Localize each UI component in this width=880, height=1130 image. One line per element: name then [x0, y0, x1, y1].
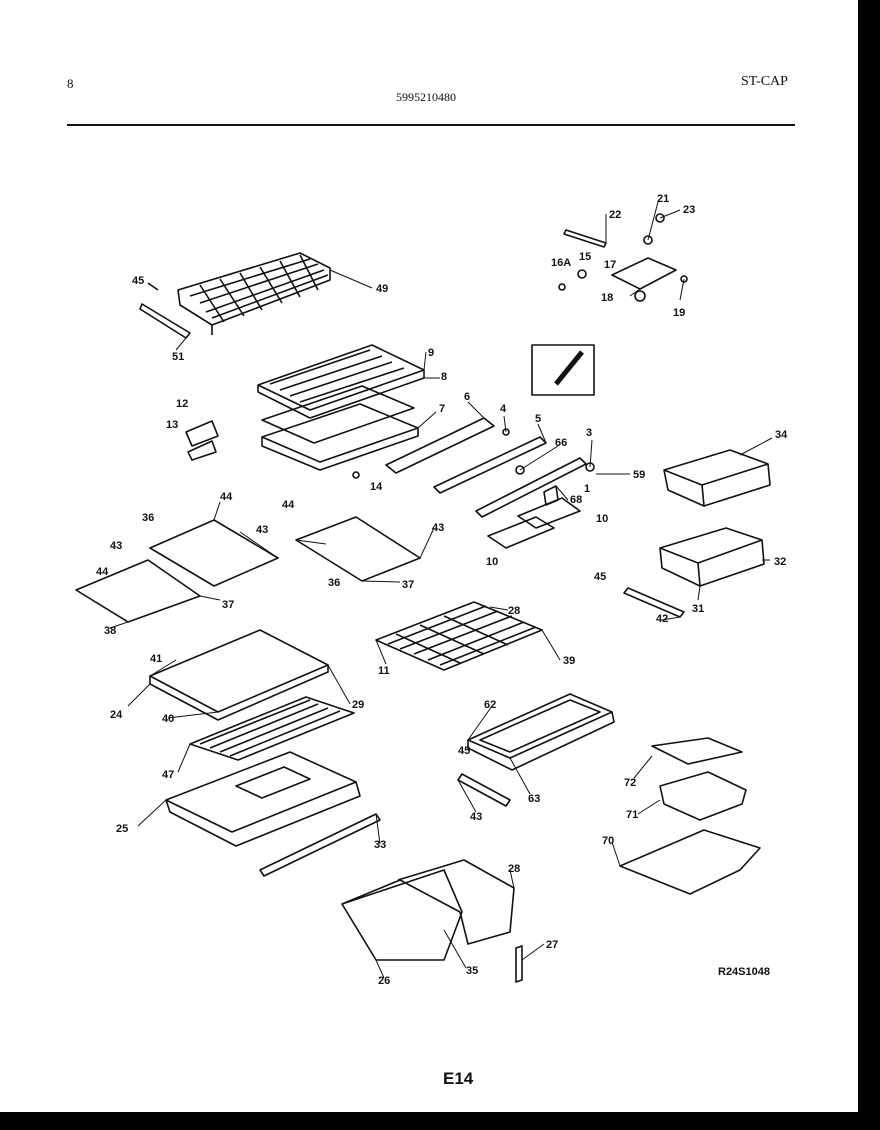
- page-number: E14: [443, 1069, 474, 1088]
- callout-label: 23: [683, 204, 695, 216]
- drawer-frame-part-70: [619, 829, 761, 895]
- callout-label: 9: [428, 347, 434, 359]
- header-rule: [67, 124, 795, 126]
- callout-label: 45: [594, 571, 606, 583]
- callout-label: 68: [570, 494, 582, 506]
- callout-label: 42: [656, 613, 668, 625]
- callout-label: 70: [602, 835, 614, 847]
- callout-label: 71: [626, 809, 638, 821]
- header-left-mark: 8: [67, 76, 74, 91]
- callout-label: 47: [162, 769, 174, 781]
- callout-label: 49: [376, 283, 388, 295]
- callout-label: 44: [220, 491, 233, 503]
- callout-label: 35: [466, 965, 478, 977]
- rail-part-1: [475, 457, 587, 518]
- door-bin-part-32: [659, 527, 765, 587]
- crisper-pans: [341, 859, 515, 961]
- crisper-frame-part: [165, 751, 361, 847]
- callout-label: 38: [104, 625, 116, 637]
- callout-label: 66: [555, 437, 567, 449]
- callout-label: 43: [256, 524, 268, 536]
- callout-label: 36: [328, 577, 340, 589]
- callout-label: 14: [370, 481, 383, 493]
- callout-label: 11: [378, 665, 390, 677]
- part-number: 5995210480: [396, 90, 456, 104]
- egg-tray-part: [517, 497, 581, 529]
- callout-label: 19: [673, 307, 685, 319]
- glass-shelf-left: [75, 559, 201, 623]
- callout-label: 45: [458, 745, 470, 757]
- crisper-cover-grille: [189, 696, 355, 761]
- callout-label: 44: [96, 566, 109, 578]
- shelf-strip-part-51: [139, 303, 191, 339]
- callout-label: 17: [604, 259, 616, 271]
- callout-label: 21: [657, 193, 669, 205]
- callout-label: 37: [402, 579, 414, 591]
- callout-label: 33: [374, 839, 386, 851]
- glass-shelf-right: [295, 516, 421, 582]
- callout-label: 10: [596, 513, 608, 525]
- callout-label: 44: [282, 499, 295, 511]
- control-housing-part: [611, 257, 677, 290]
- callout-label: 22: [609, 209, 621, 221]
- diagram-reference-code: R24S1048: [718, 966, 770, 978]
- callout-label: 12: [176, 398, 188, 410]
- drawer-lid-part-72: [651, 737, 743, 765]
- wire-basket-part: [177, 252, 331, 335]
- callout-label: 13: [166, 419, 178, 431]
- callout-label: 45: [132, 275, 144, 287]
- callout-label: 4: [500, 403, 507, 415]
- callout-label: 7: [439, 403, 445, 415]
- exploded-parts-diagram: 45 49 51 22 21 23 16A 15 17 18 19 9 8 7 …: [75, 193, 788, 987]
- callout-label: 26: [378, 975, 390, 987]
- callout-label: 62: [484, 699, 496, 711]
- callout-label: 51: [172, 351, 184, 363]
- callout-label: 34: [775, 429, 788, 441]
- callout-label: 27: [546, 939, 558, 951]
- callout-label: 28: [508, 863, 520, 875]
- callout-label: 43: [432, 522, 444, 534]
- callout-label: 32: [774, 556, 786, 568]
- callout-label: 40: [162, 713, 174, 725]
- callout-label: 63: [528, 793, 540, 805]
- callout-label: 37: [222, 599, 234, 611]
- meat-drawer-part: [467, 693, 615, 771]
- callout-label: 15: [579, 251, 591, 263]
- side-rail-part-6: [385, 417, 495, 474]
- callout-label: 59: [633, 469, 645, 481]
- diagram-sheet: 8 5995210480 ST-CAP: [0, 0, 858, 1112]
- callout-label: 43: [110, 540, 122, 552]
- callout-label: 41: [150, 653, 162, 665]
- callout-label: 36: [142, 512, 154, 524]
- callout-label: 39: [563, 655, 575, 667]
- callout-label: 43: [470, 811, 482, 823]
- callout-label: 5: [535, 413, 541, 425]
- drawer-part-71: [659, 771, 747, 821]
- control-rod-part: [563, 229, 607, 248]
- egg-tray-part: [487, 516, 555, 549]
- door-bin-part-34: [663, 449, 771, 507]
- callout-label: 24: [110, 709, 123, 721]
- callout-label: 10: [486, 556, 498, 568]
- model-code: ST-CAP: [741, 74, 788, 89]
- callout-label: 72: [624, 777, 636, 789]
- callout-label: 31: [692, 603, 704, 615]
- crisper-cover-assembly: [257, 344, 425, 471]
- callout-label: 25: [116, 823, 128, 835]
- callout-label: 8: [441, 371, 447, 383]
- callout-label: 6: [464, 391, 470, 403]
- callout-label: 29: [352, 699, 364, 711]
- callout-label: 18: [601, 292, 613, 304]
- lamp-shield-part: [531, 344, 595, 396]
- callout-label: 28: [508, 605, 520, 617]
- callout-labels: 45 49 51 22 21 23 16A 15 17 18 19 9 8 7 …: [96, 193, 788, 987]
- callout-label: 3: [586, 427, 592, 439]
- callout-label: 1: [584, 483, 590, 495]
- callout-label: 16A: [551, 257, 571, 269]
